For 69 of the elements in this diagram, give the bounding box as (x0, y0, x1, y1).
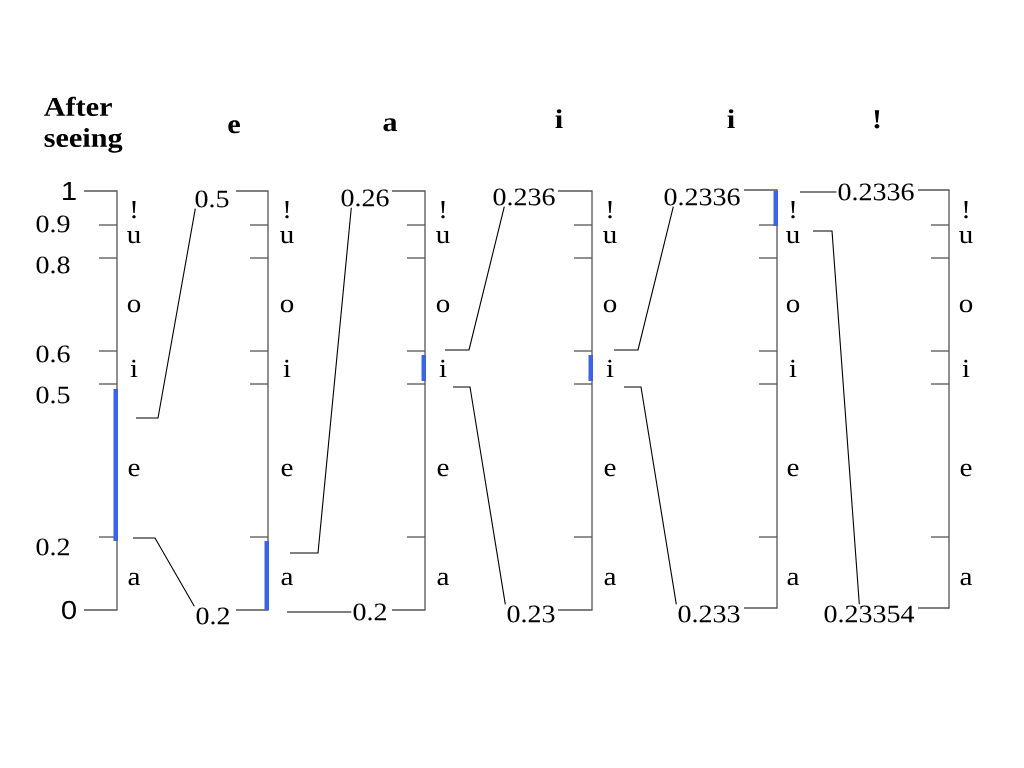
symbol-label: i (789, 359, 797, 377)
leader-line (286, 611, 352, 613)
symbol-label: a (787, 572, 800, 586)
symbol-label: ! (964, 200, 968, 219)
value-label: 0.23354 (824, 605, 915, 623)
symbol-label: ! (608, 200, 612, 219)
symbol-label: ! (791, 200, 795, 219)
symbol-label: u (280, 231, 294, 244)
symbol-label: u (436, 231, 450, 244)
symbol-label: i (962, 359, 970, 377)
symbol-label: e (604, 463, 616, 477)
symbol-label: o (436, 299, 450, 313)
leader-line (613, 206, 674, 351)
value-label: 0.26 (341, 189, 389, 207)
symbol-label: e (281, 463, 293, 477)
symbol-label: a (437, 572, 450, 586)
value-label: 0.5 (195, 190, 229, 208)
symbol-label: e (960, 463, 972, 477)
leader-line (799, 191, 837, 193)
axis-label: 0 (62, 600, 76, 620)
symbol-label: i (439, 359, 447, 377)
symbol-label: u (786, 231, 800, 244)
symbol-label: e (128, 463, 140, 477)
symbol-label: o (959, 299, 973, 313)
axis-label: 0.9 (36, 215, 70, 233)
axis-label: 0.2 (36, 538, 69, 556)
leader-line (623, 386, 677, 605)
column-heading: e (228, 120, 240, 134)
axis-label: 0.5 (36, 386, 70, 404)
symbol-label: a (128, 572, 141, 586)
symbol-label: a (604, 572, 617, 586)
symbol-label: u (603, 231, 617, 244)
heading: After seeing (44, 96, 123, 153)
symbol-label: o (127, 299, 141, 313)
value-label: 0.23 (507, 605, 555, 623)
column-heading: i (727, 109, 735, 128)
symbol-label: i (130, 359, 138, 377)
symbol-label: i (283, 359, 291, 377)
axis-label: 0.6 (36, 345, 70, 363)
symbol-label: o (786, 299, 800, 313)
value-label: 0.233 (678, 605, 740, 623)
symbol-label: ! (132, 200, 136, 219)
value-label: 0.236 (493, 188, 555, 206)
leader-line (132, 537, 195, 607)
value-label: 0.2 (196, 607, 229, 625)
leader-line (812, 230, 860, 605)
symbol-label: e (437, 463, 449, 477)
axis-label: 1 (63, 182, 76, 200)
leader-line (452, 386, 506, 605)
value-label: 0.2336 (664, 188, 740, 206)
symbol-label: ! (441, 200, 445, 219)
symbol-label: i (606, 359, 614, 377)
column-heading: ! (874, 110, 880, 129)
symbol-label: ! (285, 200, 289, 219)
symbol-label: u (127, 231, 141, 244)
column-heading: a (383, 118, 398, 132)
leader-line (444, 206, 505, 351)
symbol-label: a (281, 572, 294, 586)
value-label: 0.2 (353, 603, 386, 621)
symbol-label: e (787, 463, 799, 477)
symbol-label: u (959, 231, 973, 244)
symbol-label: a (960, 572, 973, 586)
column-heading: i (555, 109, 563, 128)
leader-line (289, 207, 352, 554)
value-label: 0.2336 (838, 183, 914, 201)
symbol-label: o (603, 299, 617, 313)
leader-line (135, 208, 196, 419)
symbol-label: o (280, 299, 294, 313)
axis-label: 0.8 (36, 256, 70, 274)
